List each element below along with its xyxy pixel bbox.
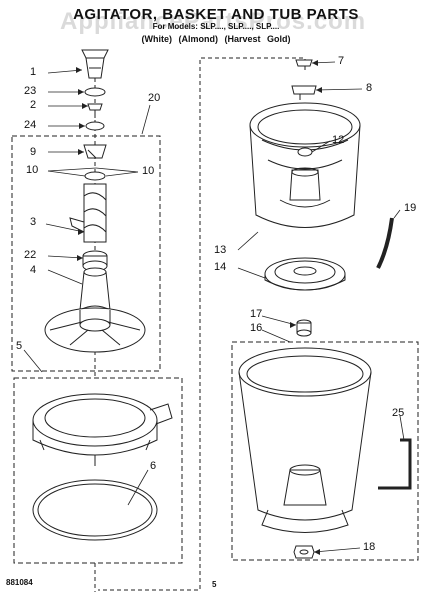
group-box-16 <box>231 341 419 561</box>
part-agitator-cap <box>81 49 109 79</box>
part-bolt <box>87 103 103 118</box>
callout-13: 13 <box>214 244 227 256</box>
part-pump-hose <box>378 438 412 490</box>
watermark: AppliancePartsPros.com <box>60 8 367 35</box>
callout-10-right: 10 <box>142 165 155 177</box>
callout-16: 16 <box>250 322 263 334</box>
callout-24: 24 <box>24 119 37 131</box>
part-bearing <box>296 319 312 337</box>
callout-25: 25 <box>392 407 405 419</box>
callout-9: 9 <box>30 146 37 158</box>
callout-23: 23 <box>24 85 37 97</box>
callout-14: 14 <box>214 261 227 273</box>
part-clip <box>295 59 313 67</box>
part-outer-tub <box>238 347 372 533</box>
part-spanner-nut <box>297 147 313 157</box>
callout-2: 2 <box>30 99 37 111</box>
callout-17: 17 <box>250 308 263 320</box>
part-seal <box>84 87 106 97</box>
callout-3: 3 <box>30 216 37 228</box>
part-cam <box>84 171 106 181</box>
callout-22: 22 <box>24 249 37 261</box>
part-bottom-nut <box>293 545 315 559</box>
callout-12: 12 <box>332 134 345 146</box>
group-box-20 <box>11 135 161 372</box>
callout-7: 7 <box>338 55 345 67</box>
callout-18: 18 <box>363 541 376 553</box>
part-balance-ring <box>32 393 173 466</box>
callout-19: 19 <box>404 202 417 214</box>
part-auger <box>69 183 107 243</box>
group-box-5 <box>13 377 183 564</box>
callout-6: 6 <box>150 460 157 472</box>
model-list: For Models: SLP...., SLP...., SLP.... <box>152 22 280 31</box>
part-agitator-base <box>44 267 146 353</box>
callout-5: 5 <box>16 340 23 352</box>
part-spin-basket <box>249 102 361 228</box>
part-seal-plate <box>264 257 346 291</box>
page-number: 5 <box>212 580 217 589</box>
callout-20: 20 <box>148 92 161 104</box>
part-washer <box>85 121 105 131</box>
color-variants: (White) (Almond) (Harvest Gold) <box>141 34 291 44</box>
callout-10-left: 10 <box>26 164 39 176</box>
arrowheads <box>76 60 322 555</box>
diagram-title: AGITATOR, BASKET AND TUB PARTS <box>73 6 359 23</box>
callout-4: 4 <box>30 264 37 276</box>
document-number: 881084 <box>6 578 33 587</box>
callout-8: 8 <box>366 82 373 94</box>
part-agitator-dogs <box>83 144 107 159</box>
callout-1: 1 <box>30 66 37 78</box>
part-tub-ring <box>32 479 158 541</box>
part-bracket <box>291 85 317 100</box>
part-drain-hose <box>376 217 394 269</box>
